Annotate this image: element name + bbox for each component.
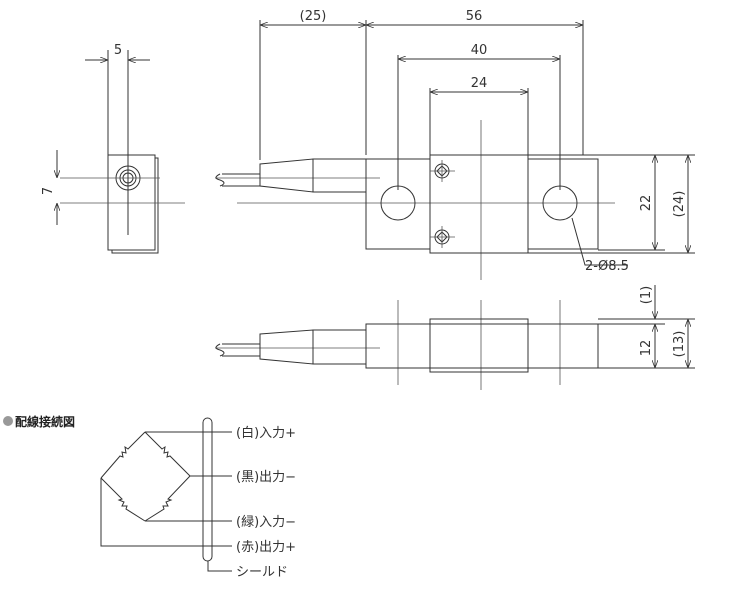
dim-height-total: (24) xyxy=(672,191,687,218)
wire-label: (白)入力+ xyxy=(236,425,296,441)
screw-icon xyxy=(430,226,455,248)
shield-label: シールド xyxy=(236,565,288,580)
screw-icon xyxy=(430,160,455,182)
dim-end-width: 5 xyxy=(114,43,122,58)
end-view: 5 7 xyxy=(41,43,185,254)
dim-thickness: 12 xyxy=(639,340,654,357)
dim-overall: 56 xyxy=(466,9,483,24)
bullet-icon xyxy=(3,416,13,426)
dim-holes: 2-Ø8.5 xyxy=(585,259,629,274)
wire-label: (黒)出力− xyxy=(236,470,296,485)
dim-height: 22 xyxy=(639,195,654,212)
dim-step: (1) xyxy=(639,286,654,304)
side-view: (1) 12 (13) xyxy=(215,285,695,390)
dim-center: 24 xyxy=(471,76,488,91)
dim-pitch: 40 xyxy=(471,43,488,58)
wiring-diagram: 配線接続図 (白)入力+ (黒)出力− (緑)入力− (赤)出力+ シールド xyxy=(3,414,296,580)
dim-end-offset: 7 xyxy=(41,187,56,195)
top-view: 2-Ø8.5 22 (24) xyxy=(215,120,695,280)
top-dimensions: (25) 56 40 24 xyxy=(259,9,584,190)
dim-cable: (25) xyxy=(300,9,327,24)
wire-label: (赤)出力+ xyxy=(236,540,296,555)
wiring-title: 配線接続図 xyxy=(15,414,75,429)
wire-label: (緑)入力− xyxy=(236,515,296,530)
dim-thickness-total: (13) xyxy=(672,331,687,358)
